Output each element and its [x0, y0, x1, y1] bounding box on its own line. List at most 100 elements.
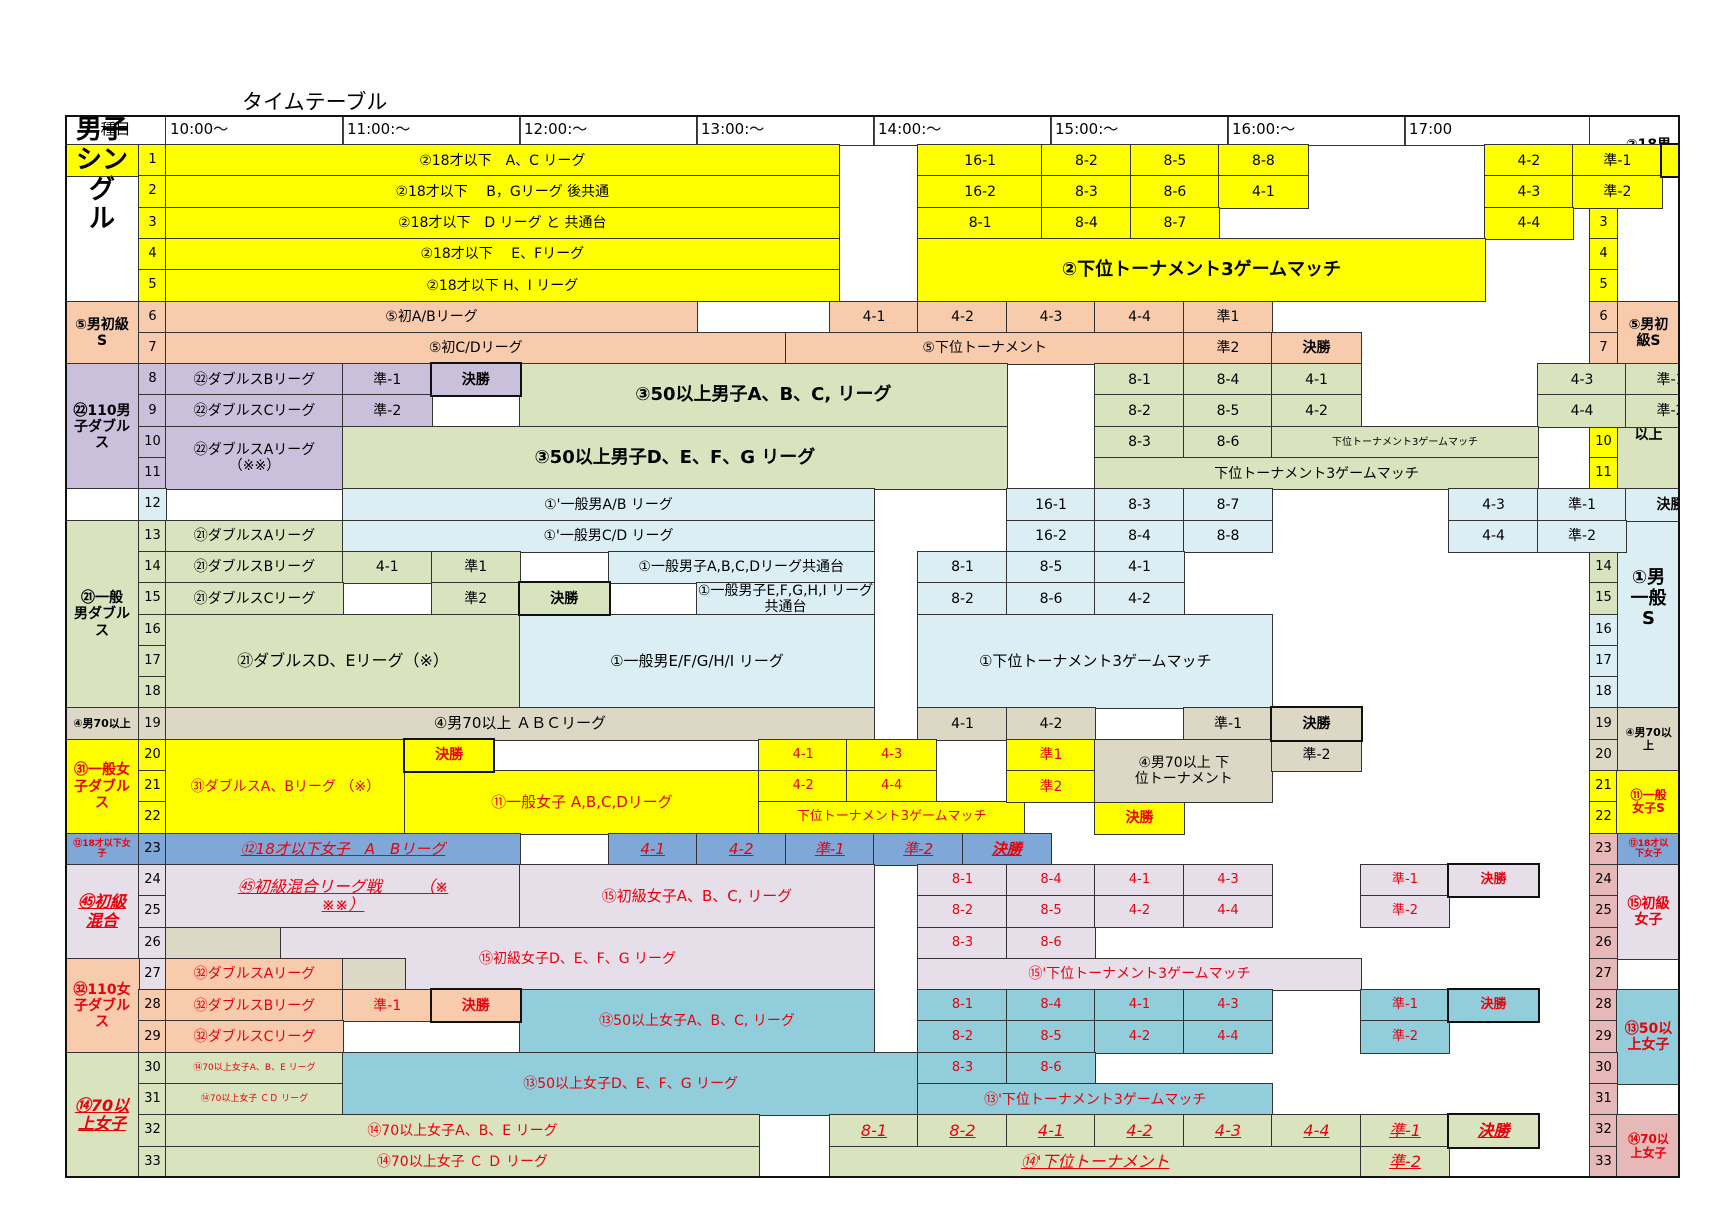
schedule-cell: 8-3 [1094, 425, 1185, 459]
table-number: 33 [138, 1145, 167, 1178]
schedule-cell: 準2 [1182, 331, 1274, 366]
schedule-cell: ④男70以上 下 位トーナメント [1094, 738, 1274, 804]
schedule-cell: ⑭70以上女子 Ｃ Ｄ リーグ [165, 1145, 760, 1178]
table-number: 10 [1589, 425, 1618, 459]
schedule-cell: 8-2 [917, 895, 1008, 929]
schedule-cell: 4-3 [1182, 863, 1274, 898]
table-number: 22 [1589, 801, 1618, 835]
schedule-cell: 8-1 [917, 206, 1044, 240]
page-title: タイムテーブル [242, 90, 388, 114]
event-label-right: ④男70以 上 [1616, 707, 1680, 772]
schedule-cell: ①下位トーナメント3ゲームマッチ [917, 613, 1274, 710]
schedule-cell: ㉒ダブルスCリーグ [165, 394, 344, 428]
table-number: 18 [1589, 676, 1618, 710]
table-number: 29 [1589, 1020, 1618, 1054]
schedule-cell: ①'一般男C/D リーグ [342, 519, 875, 553]
table-number: 20 [138, 738, 167, 772]
schedule-cell: ㉒ダブルスAリーグ （※※） [165, 425, 344, 491]
schedule-cell: 4-2 [1094, 895, 1185, 929]
schedule-cell: 4-2 [757, 769, 849, 804]
schedule-cell: 4-1 [1094, 550, 1185, 585]
schedule-cell: 4-3 [1005, 300, 1097, 334]
event-label: ㉒110男 子ダブル ス [65, 363, 140, 491]
schedule-cell: 8-6 [1005, 1051, 1097, 1085]
schedule-cell: ①一般男子E,F,G,H,I リーグ共通台 [696, 582, 875, 616]
schedule-cell: 8-6 [1005, 582, 1097, 616]
hour-gridline [1405, 115, 1406, 145]
table-number: 14 [138, 550, 167, 585]
table-number: 31 [1589, 1082, 1618, 1117]
event-label-right: ⑫18才以 下女子 [1616, 832, 1680, 866]
event-label-right: ⑮初級 女子 [1616, 863, 1680, 960]
schedule-cell: 16-1 [917, 143, 1044, 178]
table-bottom-border [65, 1176, 1680, 1178]
schedule-cell: 8-4 [1041, 206, 1132, 240]
schedule-cell: ㉜ダブルスCリーグ [165, 1020, 344, 1054]
schedule-cell: ⑮初級女子A、B、C, リーグ [519, 863, 875, 929]
schedule-cell: ②18才以下 B，Gリーグ 後共通 [165, 175, 840, 209]
table-number: 21 [1589, 769, 1618, 804]
table-number: 5 [1589, 269, 1618, 303]
table-number: 32 [138, 1114, 167, 1148]
schedule-cell: 準1 [1182, 300, 1274, 334]
schedule-cell: 準-2 [873, 832, 964, 866]
table-number: 31 [138, 1082, 167, 1117]
schedule-cell: 4-2 [1094, 1114, 1185, 1148]
event-label: ⑤男初級 S [65, 300, 140, 366]
table-number: 24 [138, 863, 167, 898]
table-number: 3 [1589, 206, 1618, 240]
schedule-cell: 4-3 [846, 738, 937, 772]
schedule-cell: 決勝 [1447, 1113, 1540, 1149]
schedule-cell: 8-5 [1182, 394, 1274, 428]
table-number: 25 [1589, 895, 1618, 929]
schedule-cell: 4-2 [917, 300, 1008, 334]
schedule-cell: ②下位トーナメント3ゲームマッチ [917, 237, 1486, 303]
schedule-cell: 4-1 [917, 707, 1008, 741]
schedule-cell: ⑤初A/Bリーグ [165, 300, 698, 334]
schedule-cell: 8-8 [1182, 519, 1274, 553]
table-number: 23 [138, 832, 167, 866]
schedule-cell: 4-2 [696, 832, 787, 866]
table-number: 22 [138, 801, 167, 835]
schedule-cell: 8-3 [1041, 175, 1132, 209]
table-number: 4 [1589, 237, 1618, 272]
schedule-cell: 準-1 [342, 989, 433, 1023]
schedule-cell: 8-1 [917, 550, 1008, 585]
schedule-cell: 4-4 [1448, 519, 1539, 553]
schedule-cell: ⑭70以上女子A、B、E リーグ [165, 1051, 344, 1085]
schedule-cell: ③50以上男子A、B、C, リーグ [519, 363, 1008, 428]
table-number: 13 [138, 519, 167, 553]
event-label: ㉛一般女 子ダブル ス [65, 738, 140, 835]
schedule-cell: ②18才以下 D リーグ と 共通台 [165, 206, 840, 240]
schedule-cell: ①'一般男A/B リーグ [342, 488, 875, 522]
event-label-right: ⑪一般 女子S [1616, 770, 1680, 835]
schedule-cell: 準-2 [1536, 519, 1628, 553]
table-number: 20 [1589, 738, 1618, 772]
schedule-cell: 準-1 [1359, 1114, 1451, 1148]
schedule-cell: 8-1 [917, 863, 1008, 898]
schedule-cell: ②18才以下 A、C リーグ [165, 143, 840, 178]
schedule-cell: 準2 [430, 582, 521, 616]
schedule-cell: 4-2 [1094, 1020, 1185, 1054]
table-number: 12 [138, 488, 167, 522]
schedule-cell: ㉛ダブルスA、Bリーグ （※） [165, 738, 406, 835]
schedule-cell: 決勝 [961, 832, 1052, 866]
hour-gridline [520, 115, 521, 145]
table-number: 16 [1589, 613, 1618, 647]
table-number: 11 [138, 456, 167, 491]
schedule-cell: 準-1 [1625, 363, 1680, 397]
schedule-cell: 決勝 [402, 737, 496, 774]
schedule-cell: 8-7 [1129, 206, 1221, 240]
header-time: 11:00:～ [342, 115, 521, 146]
header-time: 16:00:～ [1227, 115, 1406, 146]
schedule-cell: 8-6 [1182, 425, 1274, 459]
table-number: 4 [138, 237, 167, 272]
schedule-cell: 決勝 [1094, 801, 1185, 835]
schedule-cell: 8-7 [1182, 488, 1274, 522]
table-number: 17 [1589, 644, 1618, 679]
table-number: 5 [138, 269, 167, 303]
schedule-cell: 4-3 [1536, 363, 1628, 397]
schedule-cell: 4-2 [1094, 582, 1185, 616]
schedule-cell: 8-4 [1094, 519, 1185, 553]
schedule-cell: ①一般男子A,B,C,Dリーグ共通台 [607, 550, 875, 585]
